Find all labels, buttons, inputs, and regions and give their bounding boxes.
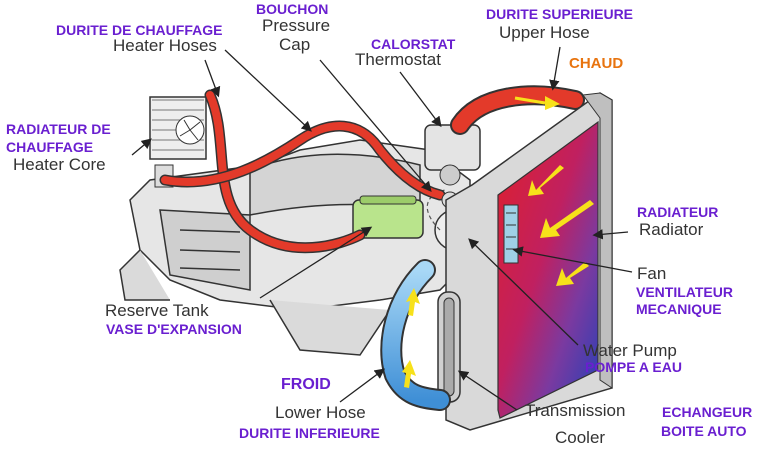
transmission-cooler-label-fr-1: ECHANGEUR: [662, 404, 753, 420]
reserve-tank-label-fr: VASE D'EXPANSION: [106, 321, 242, 337]
radiator: [445, 92, 613, 431]
lower-hose-arrows: [402, 288, 420, 388]
radiator-label-fr: RADIATEUR: [637, 204, 719, 220]
cold-label: FROID: [281, 376, 331, 393]
heater-core: [149, 96, 207, 188]
radiator-label-en: Radiator: [639, 220, 704, 239]
pressure-cap-label-fr: BOUCHON: [256, 1, 329, 17]
fan-label-fr-2: MECANIQUE: [636, 301, 722, 317]
pointer-lines: [131, 46, 633, 411]
reserve-tank-label-en: Reserve Tank: [105, 301, 209, 320]
upper-hose: [450, 85, 585, 135]
water-pump-label-en: Water Pump: [583, 341, 677, 360]
flow-arrows: [528, 165, 594, 286]
transmission-cooler-label-fr-2: BOITE AUTO: [661, 423, 747, 439]
upper-hose-label-fr: DURITE SUPERIEURE: [486, 6, 634, 22]
fan-label-fr-1: VENTILATEUR: [636, 284, 733, 300]
pressure-cap-label-en-2: Cap: [279, 35, 311, 54]
heater-core-label-fr-2: CHAUFFAGE: [6, 139, 94, 155]
lower-hose-label-en: Lower Hose: [275, 403, 366, 422]
heater-hoses-label-en: Heater Hoses: [113, 36, 217, 55]
heater-core-label-fr-1: RADIATEUR DE: [6, 121, 111, 137]
transmission-cooler: [437, 291, 461, 403]
water-pump-label-fr: POMPE A EAU: [585, 359, 682, 375]
heater-hoses: [159, 89, 446, 254]
lower-hose: [380, 259, 451, 411]
heater-core-label-en: Heater Core: [13, 155, 106, 174]
lower-hose-label-fr: DURITE INFERIEURE: [239, 425, 380, 441]
hot-label: CHAUD: [569, 55, 624, 72]
thermostat-label-en: Thermostat: [355, 50, 441, 69]
heater-hoses-label-fr: DURITE DE CHAUFFAGE: [56, 22, 223, 38]
fan-label-en: Fan: [637, 264, 667, 283]
pressure-cap-label-en-1: Pressure: [262, 16, 331, 35]
thermostat-label-fr: CALORSTAT: [371, 36, 456, 52]
transmission-cooler-label-en-2: Cooler: [555, 428, 606, 447]
transmission-cooler-label-en-1: Transmission: [525, 401, 626, 420]
upper-hose-label-en: Upper Hose: [499, 23, 590, 42]
